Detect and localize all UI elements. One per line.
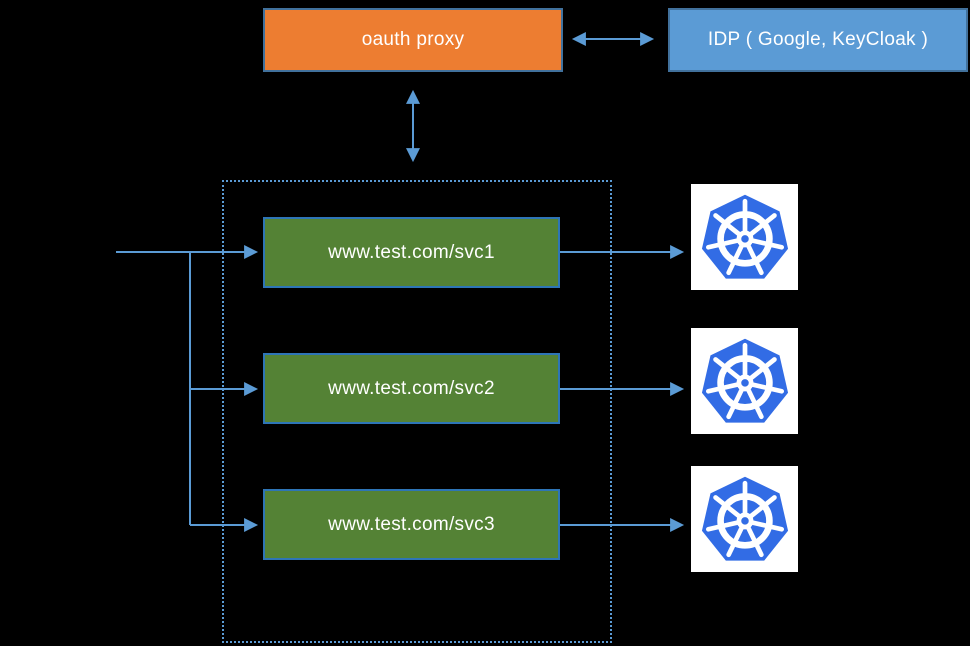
service-label-svc2: www.test.com/svc2 [328,377,495,399]
kubernetes-icon [691,184,798,290]
oauth-proxy-label: oauth proxy [361,29,465,50]
service-label-svc1: www.test.com/svc1 [328,241,495,263]
kubernetes-icon [691,466,798,572]
kubernetes-icon [691,328,798,434]
idp-label: IDP ( Google, KeyCloak ) [707,29,929,50]
oauth-proxy-node: oauth proxy [263,8,563,72]
idp-node: IDP ( Google, KeyCloak ) [668,8,968,72]
ingress-boundary-box [222,180,612,643]
service-node-svc1: www.test.com/svc1 [263,217,560,288]
service-label-svc3: www.test.com/svc3 [328,513,495,535]
service-node-svc2: www.test.com/svc2 [263,353,560,424]
service-node-svc3: www.test.com/svc3 [263,489,560,560]
